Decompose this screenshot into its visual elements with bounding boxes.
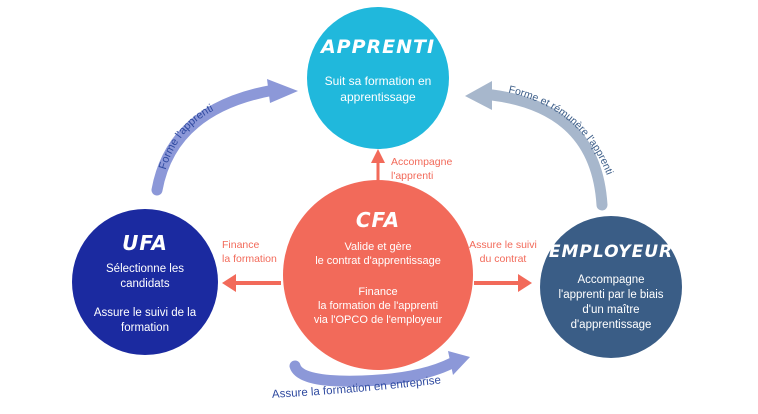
cfa-circle xyxy=(283,180,473,370)
arrow-forme-remunere xyxy=(465,81,608,211)
arrow-assure-formation xyxy=(289,351,470,387)
arrow-assure-suivi xyxy=(474,274,532,292)
arrow-finance xyxy=(222,274,281,292)
cfa-line-2: le contrat d'apprentissage xyxy=(315,255,441,267)
employeur-line-3: d'un maître xyxy=(582,304,639,316)
ufa-line-4: Assure le suivi de la xyxy=(94,307,197,319)
employeur-line-1: Accompagne xyxy=(577,274,644,286)
employeur-line-2: l'apprenti par le biais xyxy=(558,289,663,301)
label-assure-suivi-1: Assure le suivi xyxy=(469,239,537,251)
cfa-title: CFA xyxy=(356,208,400,232)
apprenti-line-2: apprentissage xyxy=(340,90,416,104)
apprenti-title: APPRENTI xyxy=(319,36,435,58)
employeur-circle xyxy=(540,216,682,358)
label-finance-2: la formation xyxy=(222,253,277,265)
employeur-line-4: d'apprentissage xyxy=(571,319,652,331)
label-forme-remunere: Forme et rémunère l'apprenti xyxy=(507,84,615,177)
apprenti-circle xyxy=(307,7,449,149)
cfa-line-6: via l'OPCO de l'employeur xyxy=(314,314,443,326)
cfa-line-4: Finance xyxy=(358,286,397,298)
ufa-line-1: Sélectionne les xyxy=(106,263,184,275)
ufa-line-2: candidats xyxy=(120,278,169,290)
label-accompagne-2: l'apprenti xyxy=(391,170,433,182)
cfa-line-1: Valide et gère xyxy=(344,241,411,253)
cfa-line-5: la formation de l'apprenti xyxy=(318,300,438,312)
label-finance-1: Finance xyxy=(222,239,260,251)
ufa-circle xyxy=(72,209,218,355)
ufa-line-5: formation xyxy=(121,322,169,334)
employeur-title: EMPLOYEUR xyxy=(549,242,673,262)
apprenti-line-1: Suit sa formation en xyxy=(325,74,432,88)
ufa-title: UFA xyxy=(122,231,168,255)
label-accompagne-1: Accompagne xyxy=(391,156,452,168)
arrow-forme-apprenti xyxy=(151,79,298,196)
label-assure-suivi-2: du contrat xyxy=(480,253,527,265)
